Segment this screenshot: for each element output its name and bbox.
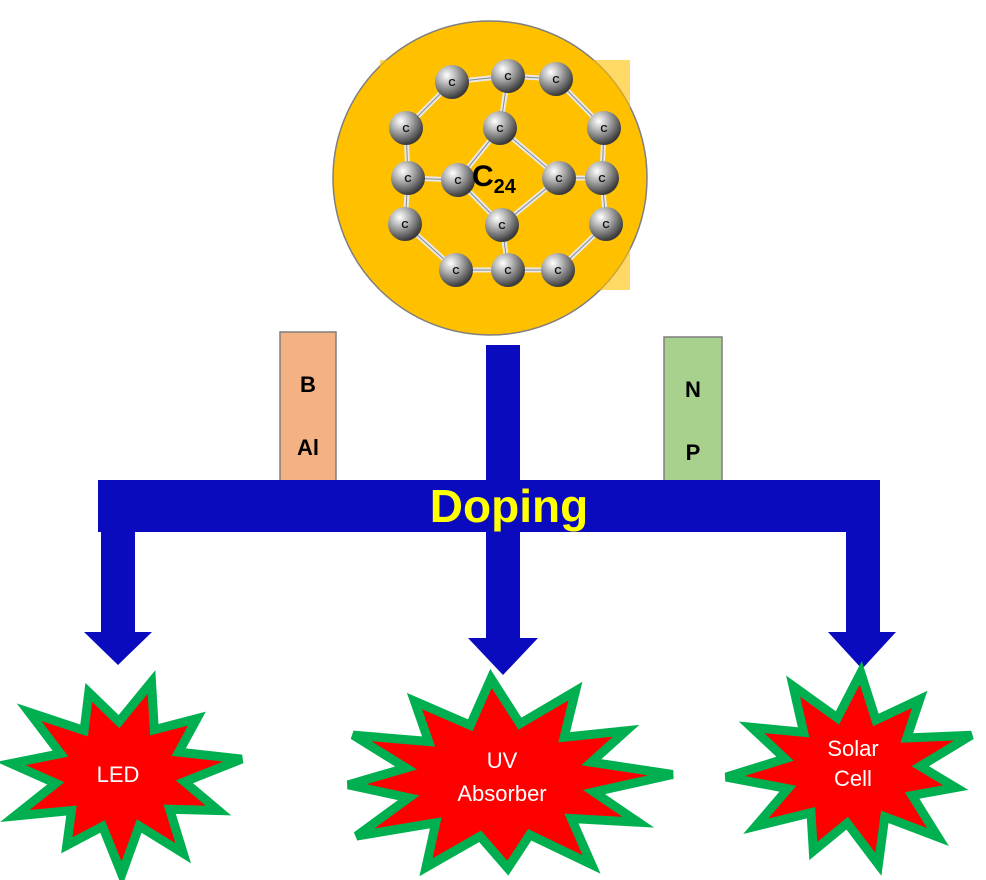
starburst-uv-absorber — [346, 668, 674, 877]
arrow-down-left — [84, 532, 152, 665]
atom-label: C — [554, 266, 561, 277]
formula-element: C — [472, 160, 494, 193]
application-uv-label-1: UV — [487, 748, 518, 773]
atom-label: C — [454, 176, 461, 187]
atom-sphere — [483, 111, 517, 145]
carbon-atom: C — [541, 253, 575, 287]
dopant-box-right: N P — [663, 336, 723, 485]
atom-sphere — [439, 253, 473, 287]
atom-label: C — [598, 174, 605, 185]
atom-sphere — [542, 161, 576, 195]
atom-label: C — [401, 220, 408, 231]
atom-label: C — [600, 124, 607, 135]
application-led-label: LED — [97, 762, 140, 787]
atom-label: C — [404, 174, 411, 185]
atom-sphere — [491, 59, 525, 93]
carbon-atom: C — [491, 253, 525, 287]
atom-sphere — [585, 161, 619, 195]
atom-label: C — [448, 78, 455, 89]
atom-label: C — [496, 124, 503, 135]
atom-label: C — [498, 221, 505, 232]
application-solar-label-1: Solar — [827, 736, 878, 761]
atom-label: C — [452, 266, 459, 277]
dopant-left-line-1: B — [300, 372, 316, 397]
atom-label: C — [402, 124, 409, 135]
carbon-atom: C — [485, 208, 519, 242]
carbon-atom: C — [483, 111, 517, 145]
application-solar-cell: Solar Cell — [724, 661, 974, 876]
carbon-atom: C — [391, 161, 425, 195]
atom-label: C — [504, 72, 511, 83]
molecule-formula: C24 — [472, 160, 517, 198]
carbon-atom: C — [388, 207, 422, 241]
carbon-atom: C — [539, 62, 573, 96]
atom-sphere — [441, 163, 475, 197]
atom-sphere — [485, 208, 519, 242]
atom-sphere — [539, 62, 573, 96]
application-uv-label-2: Absorber — [457, 781, 546, 806]
dopant-left-line-2: Al — [297, 435, 319, 460]
dopant-right-line-1: N — [685, 377, 701, 402]
carbon-atom: C — [542, 161, 576, 195]
atom-sphere — [541, 253, 575, 287]
formula-subscript: 24 — [494, 176, 517, 198]
starburst-led — [0, 670, 244, 880]
atom-label: C — [552, 75, 559, 86]
atom-sphere — [388, 207, 422, 241]
carbon-atom: C — [435, 65, 469, 99]
application-solar-label-2: Cell — [834, 766, 872, 791]
atom-sphere — [435, 65, 469, 99]
atom-sphere — [587, 111, 621, 145]
application-uv-absorber: UV Absorber — [346, 668, 674, 877]
atom-sphere — [389, 111, 423, 145]
carbon-atom: C — [441, 163, 475, 197]
carbon-atom: C — [585, 161, 619, 195]
carbon-atom: C — [587, 111, 621, 145]
arrow-down-right — [828, 532, 896, 669]
atom-sphere — [391, 161, 425, 195]
dopant-right-line-2: P — [686, 440, 701, 465]
arrow-down-center — [468, 532, 538, 675]
atom-label: C — [504, 266, 511, 277]
doping-connectors — [84, 345, 896, 675]
doping-label: Doping — [430, 480, 588, 532]
carbon-atom: C — [491, 59, 525, 93]
carbon-atom: C — [589, 207, 623, 241]
atom-sphere — [491, 253, 525, 287]
starburst-solar-cell — [724, 661, 974, 876]
carbon-atom: C — [389, 111, 423, 145]
atom-label: C — [555, 174, 562, 185]
stem-from-molecule — [486, 345, 520, 485]
atom-sphere — [589, 207, 623, 241]
application-led: LED — [0, 670, 244, 880]
dopant-box-left: B Al — [279, 331, 337, 485]
doping-bar — [98, 480, 880, 532]
atom-label: C — [602, 220, 609, 231]
carbon-atom: C — [439, 253, 473, 287]
